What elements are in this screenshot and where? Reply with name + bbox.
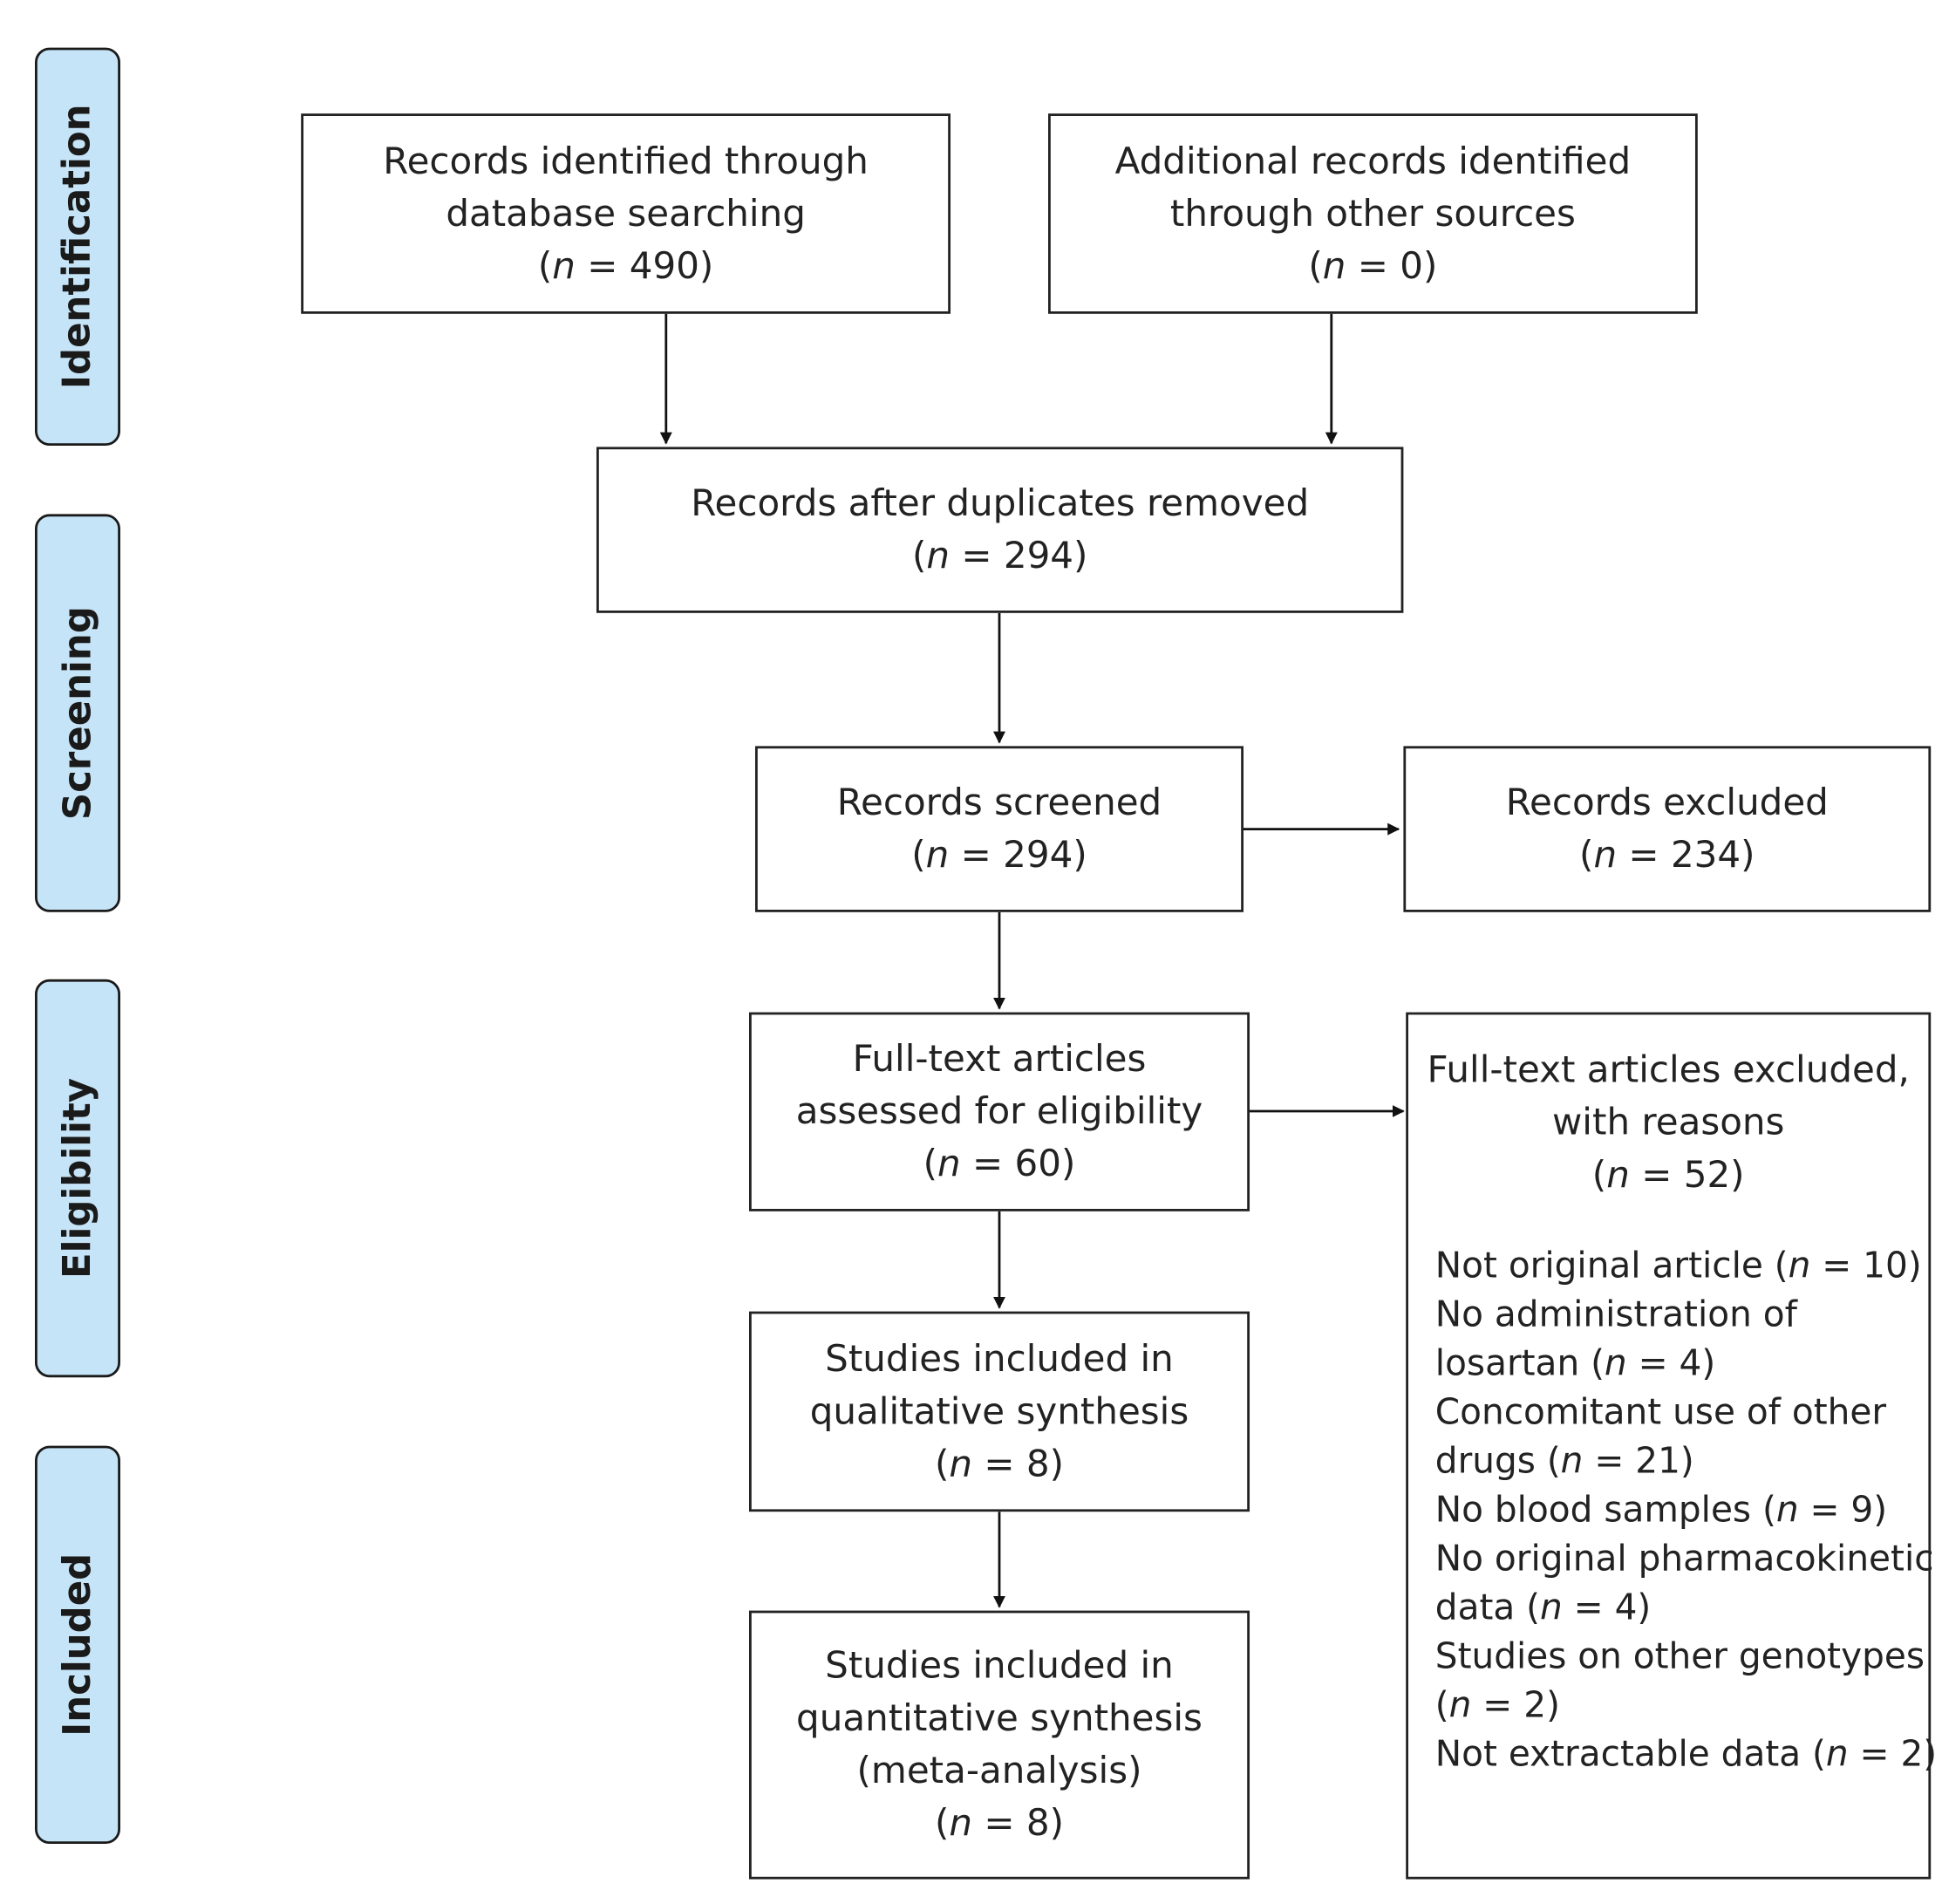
box-text-line: database searching: [446, 192, 806, 235]
box-text-line: Studies included in: [825, 1337, 1174, 1381]
box-text-line: with reasons: [1551, 1101, 1785, 1144]
box-count: (n = 8): [934, 1443, 1065, 1486]
box-count: (n = 294): [911, 535, 1088, 578]
box-text-line: Records excluded: [1505, 781, 1829, 824]
box-text-line: (meta-analysis): [856, 1750, 1142, 1793]
box-quantitative-synthesis: Studies included in quantitative synthes…: [749, 1610, 1250, 1880]
flow-arrows: [659, 312, 1405, 1608]
box-text-line: Records identified through: [383, 140, 869, 183]
phase-identification-label: Identification: [55, 104, 100, 390]
box-text-line: quantitative synthesis: [796, 1697, 1203, 1740]
exclusion-reason: No blood samples (n = 9): [1434, 1488, 1888, 1531]
box-count: (n = 490): [537, 244, 714, 288]
phase-included: Included: [35, 1445, 120, 1844]
exclusion-reason: drugs (n = 21): [1434, 1439, 1694, 1482]
exclusion-reason: data (n = 4): [1434, 1586, 1652, 1628]
box-count: (n = 234): [1579, 834, 1755, 877]
box-fulltext-assessed: Full-text articles assessed for eligibil…: [749, 1012, 1250, 1211]
box-other-sources: Additional records identified through ot…: [1048, 113, 1698, 314]
box-database-records: Records identified through database sear…: [301, 113, 951, 314]
box-text-line: qualitative synthesis: [809, 1389, 1189, 1433]
exclusion-reason: Concomitant use of other: [1434, 1390, 1887, 1433]
phase-included-label: Included: [55, 1553, 100, 1737]
box-count: (n = 60): [923, 1143, 1076, 1186]
exclusion-reason: No administration of: [1434, 1293, 1797, 1335]
box-records-screened: Records screened (n = 294): [755, 746, 1244, 912]
phase-eligibility-label: Eligibility: [55, 1077, 100, 1280]
box-text-line: assessed for eligibility: [795, 1090, 1203, 1134]
box-fulltext-excluded: Full-text articles excluded, with reason…: [1406, 1012, 1938, 1880]
box-records-excluded: Records excluded (n = 234): [1403, 746, 1932, 912]
exclusion-reason: losartan (n = 4): [1434, 1341, 1716, 1384]
phase-screening: Screening: [35, 514, 120, 912]
box-count: (n = 294): [911, 834, 1087, 877]
box-count: (n = 8): [934, 1802, 1065, 1846]
box-text-line: Full-text articles: [852, 1038, 1147, 1081]
box-count: (n = 0): [1308, 244, 1438, 288]
phase-screening-label: Screening: [55, 606, 100, 821]
box-text-line: Studies included in: [825, 1644, 1174, 1688]
box-text-line: Records after duplicates removed: [691, 482, 1310, 525]
box-qualitative-synthesis: Studies included in qualitative synthesi…: [749, 1311, 1250, 1512]
phase-eligibility: Eligibility: [35, 979, 120, 1378]
exclusion-reason: No original pharmacokinetic: [1434, 1537, 1934, 1580]
exclusion-reason: (n = 2): [1434, 1683, 1560, 1726]
box-duplicates-removed: Records after duplicates removed (n = 29…: [596, 447, 1404, 613]
box-text-line: Additional records identified: [1114, 140, 1632, 183]
exclusion-reason: Not extractable data (n = 2): [1434, 1732, 1938, 1775]
phase-identification: Identification: [35, 47, 120, 446]
box-text-line: through other sources: [1169, 192, 1576, 235]
exclusion-reason: Not original article (n = 10): [1434, 1244, 1922, 1286]
exclusion-reasons-list: Not original article (n = 10) No adminis…: [1408, 1240, 1938, 1778]
exclusion-reason: Studies on other genotypes: [1434, 1634, 1925, 1677]
box-text-line: Full-text articles excluded,: [1427, 1048, 1910, 1092]
box-text-line: Records screened: [836, 781, 1162, 824]
box-count: (n = 52): [1591, 1154, 1745, 1197]
prisma-flow-diagram: Identification Screening Eligibility Inc…: [35, 24, 1942, 1895]
